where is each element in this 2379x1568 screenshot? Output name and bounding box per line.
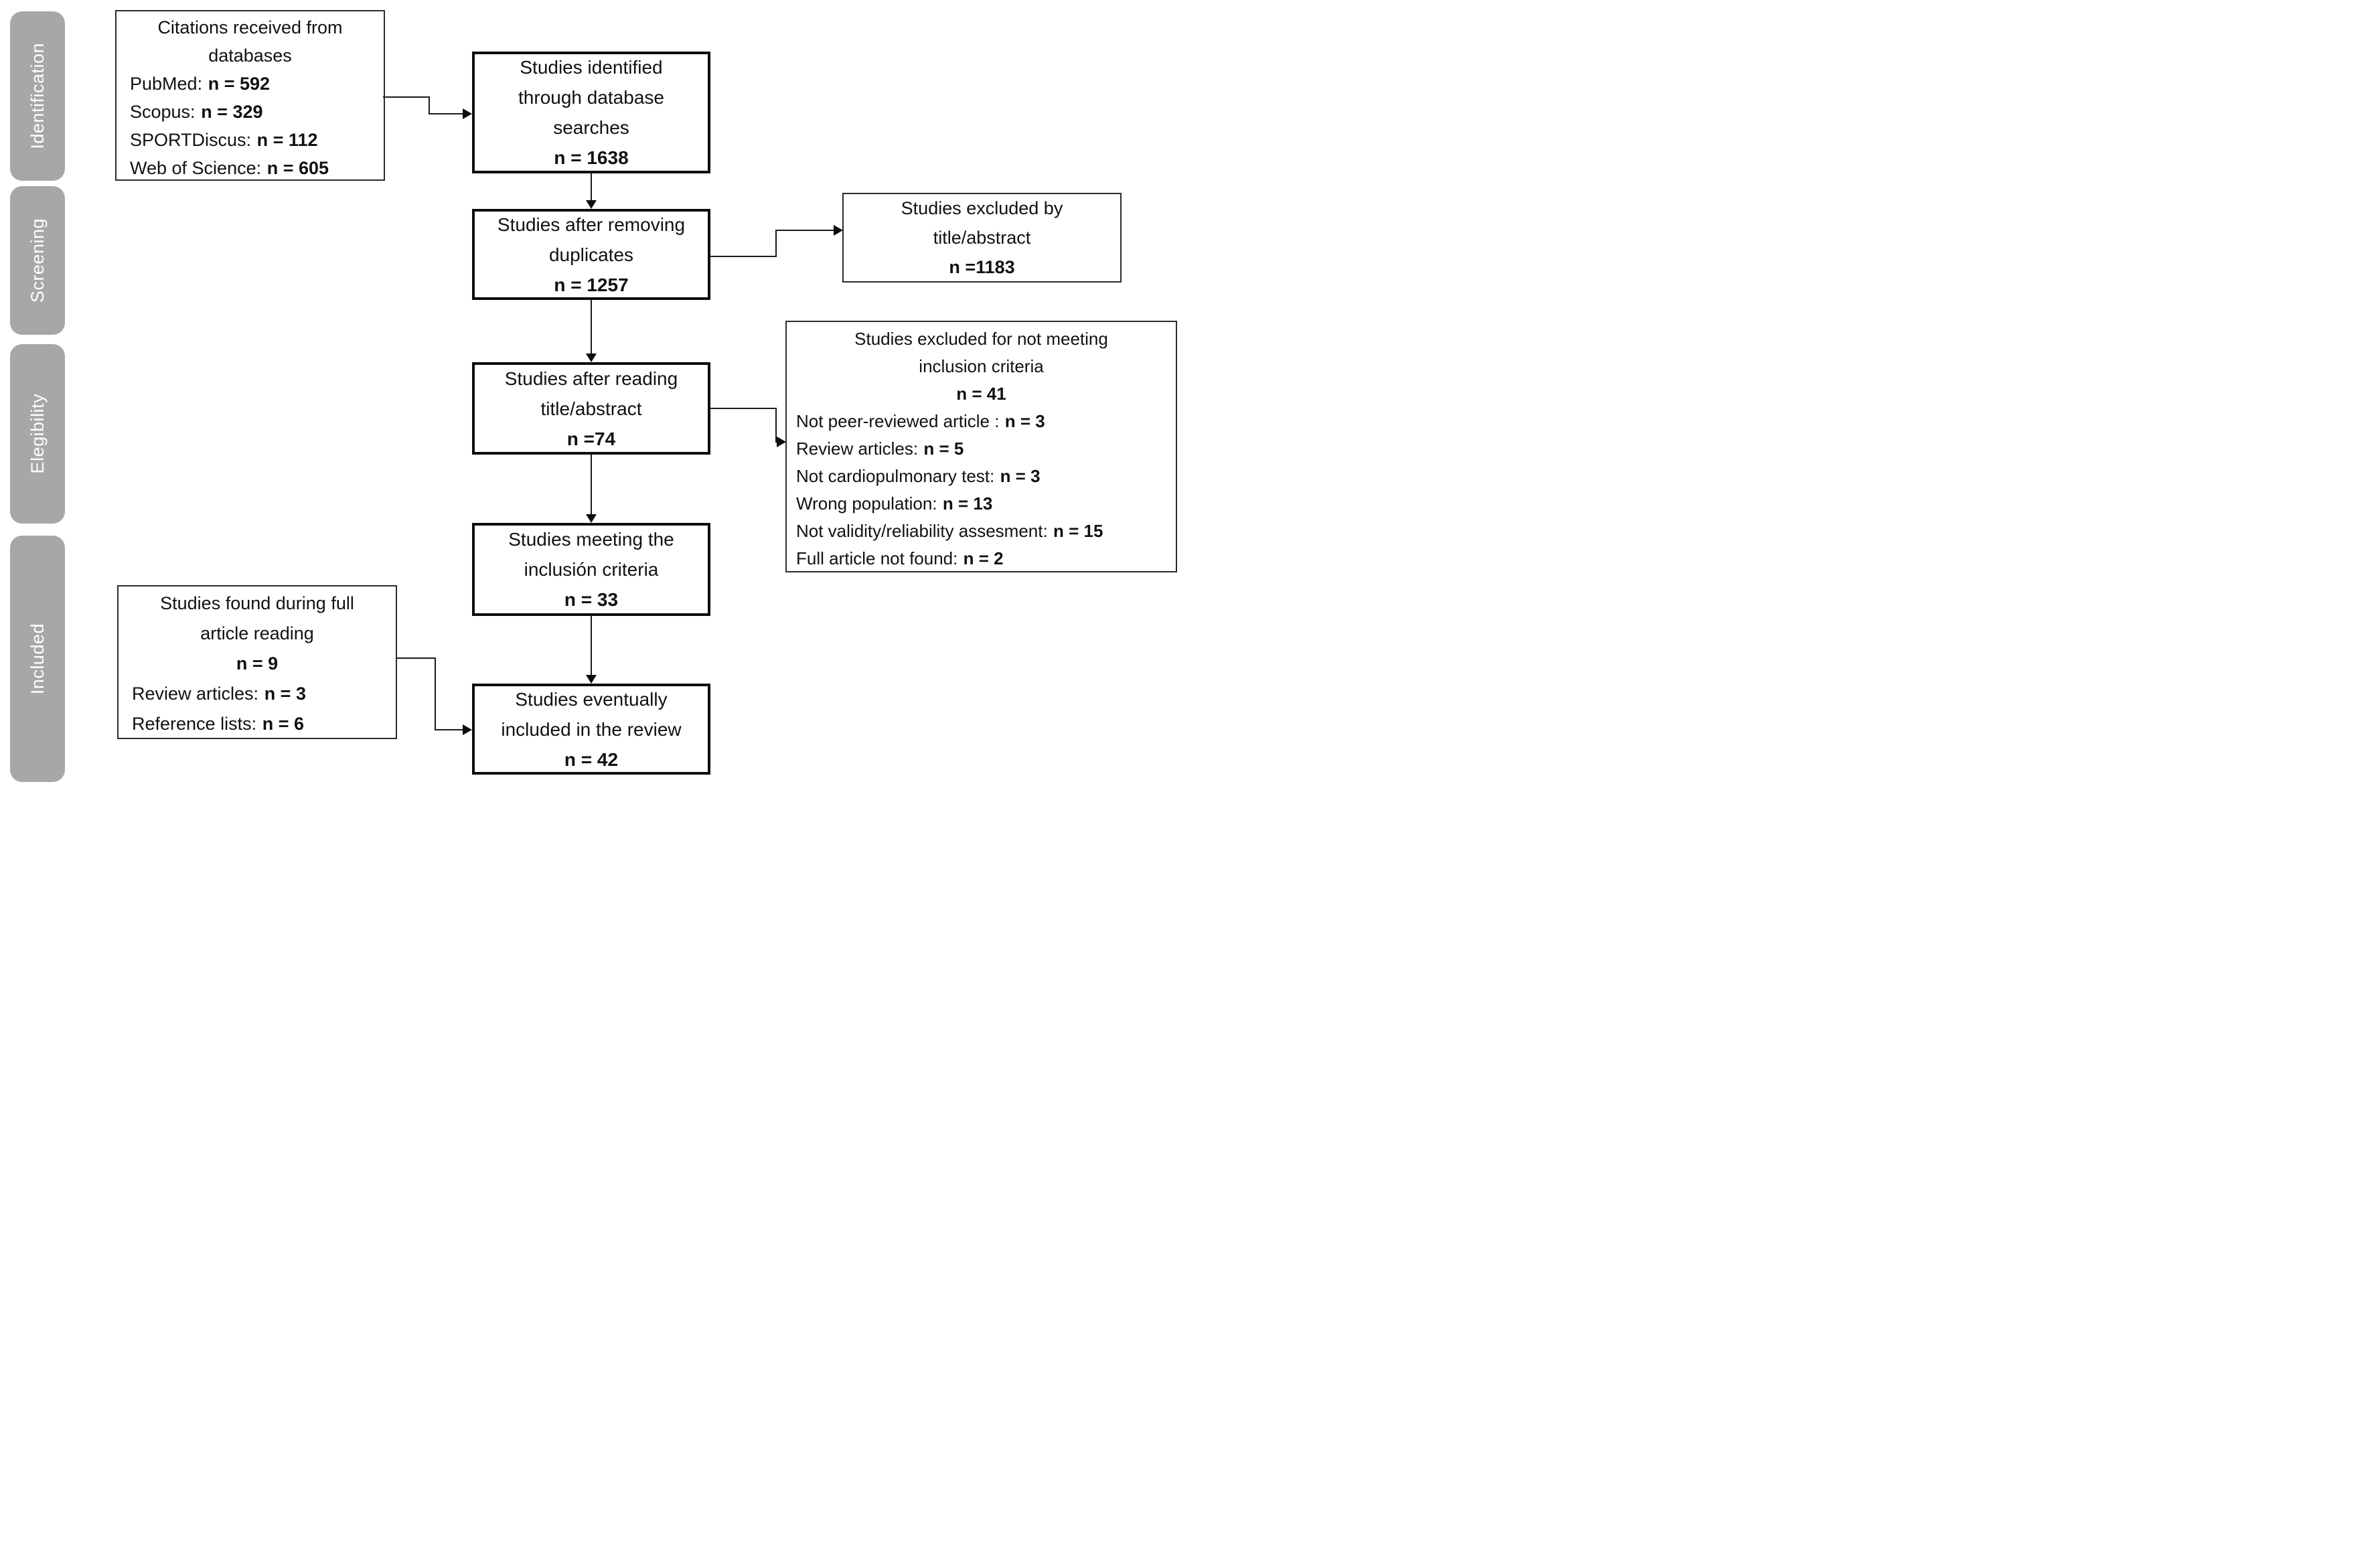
excluded-reason-not-cardiopulmonary: Not cardiopulmonary test:n = 3 [796, 466, 1041, 486]
citations-box: Citations received from databases PubMed… [115, 10, 385, 181]
citations-item-scopus: Scopus:n = 329 [130, 102, 263, 122]
citations-item-pubmed: PubMed:n = 592 [130, 74, 271, 94]
citations-title-line: databases [208, 46, 292, 66]
excluded-criteria-title-line: inclusion criteria [919, 356, 1044, 376]
citations-item-sportdiscus: SPORTDiscus:n = 112 [130, 130, 318, 150]
excluded-reason-wrong-population: Wrong population:n = 13 [796, 493, 993, 514]
stage-label: Identification [27, 43, 48, 149]
inclusion-count: n = 33 [564, 589, 619, 610]
sidebar-stage-included: Included [10, 536, 65, 782]
arrowhead [586, 200, 597, 209]
full-article-title-line: article reading [200, 623, 314, 643]
prisma-flow-diagram: Identification Screening Elegibility Inc… [0, 0, 1190, 784]
excluded-criteria-count: n = 41 [956, 384, 1006, 404]
identified-count: n = 1638 [554, 147, 629, 168]
arrowhead [777, 437, 786, 447]
final-count: n = 42 [564, 749, 619, 770]
citations-title-line: Citations received from [157, 17, 343, 37]
full-article-count: n = 9 [236, 653, 279, 674]
full-article-title-line: Studies found during full [160, 593, 354, 613]
identified-box: Studies identified through database sear… [472, 52, 710, 173]
excluded-title-count: n =1183 [949, 257, 1015, 277]
excluded-criteria-title-line: Studies excluded for not meeting [854, 329, 1108, 349]
excluded-reason-not-peer-reviewed: Not peer-reviewed article :n = 3 [796, 411, 1045, 431]
arrowhead [463, 108, 472, 119]
arrowhead [463, 724, 472, 735]
arrowhead [586, 354, 597, 362]
sidebar-stage-identification: Identification [10, 11, 65, 181]
duplicates-count: n = 1257 [554, 274, 629, 295]
arrowhead [586, 675, 597, 684]
inclusion-criteria-box: Studies meeting the inclusión criteria n… [472, 523, 710, 616]
excluded-title-abstract-box: Studies excluded by title/abstract n =11… [842, 193, 1122, 283]
stage-label: Included [27, 623, 48, 695]
citations-item-webofscience: Web of Science:n = 605 [130, 158, 329, 178]
excluded-reason-full-article-not-found: Full article not found:n = 2 [796, 548, 1004, 568]
arrowhead [586, 514, 597, 523]
title-abstract-box: Studies after reading title/abstract n =… [472, 362, 710, 455]
excluded-criteria-box: Studies excluded for not meeting inclusi… [785, 321, 1177, 572]
full-article-item-review: Review articles:n = 3 [132, 684, 306, 704]
full-article-item-reference: Reference lists:n = 6 [132, 714, 304, 734]
arrowhead [834, 225, 843, 236]
stage-label: Elegibility [27, 394, 48, 474]
duplicates-box: Studies after removing duplicates n = 12… [472, 209, 710, 300]
full-article-box: Studies found during full article readin… [117, 585, 397, 739]
title-abstract-count: n =74 [566, 428, 616, 449]
excluded-reason-review-articles: Review articles:n = 5 [796, 439, 964, 459]
final-included-box: Studies eventually included in the revie… [472, 684, 710, 775]
sidebar-stage-screening: Screening [10, 186, 65, 335]
excluded-reason-not-validity: Not validity/reliability assesment:n = 1… [796, 521, 1103, 541]
stage-label: Screening [27, 218, 48, 303]
sidebar-stage-elegibility: Elegibility [10, 344, 65, 524]
